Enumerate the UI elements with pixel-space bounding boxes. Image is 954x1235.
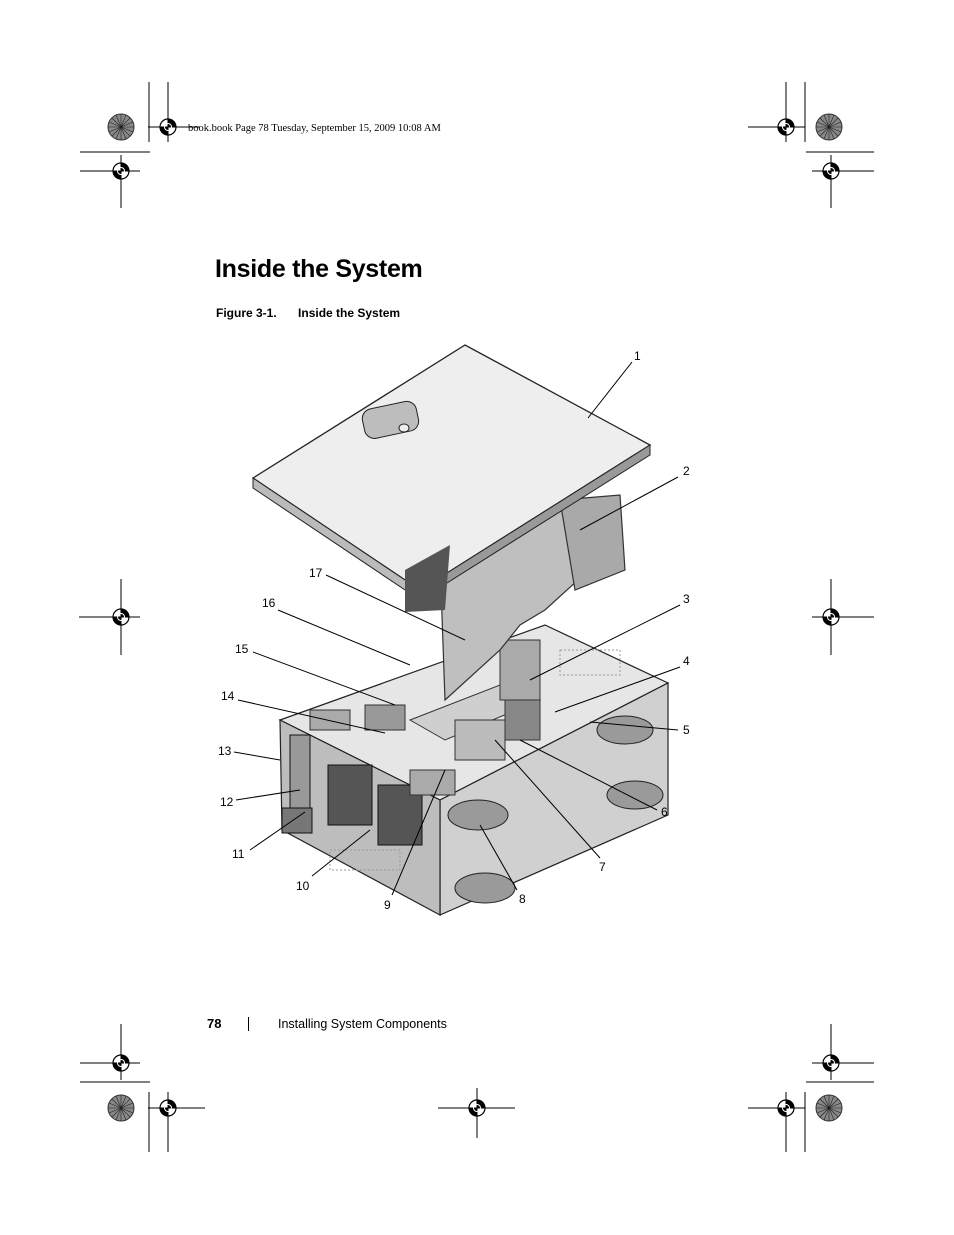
- registration-mark-icon: [80, 1024, 150, 1083]
- registration-mark-icon: [812, 579, 874, 655]
- color-wheel-icon: [815, 1094, 843, 1122]
- callout-10: 10: [296, 879, 310, 893]
- chassis-feet: [447, 715, 664, 904]
- callout-15: 15: [235, 642, 249, 656]
- registration-mark-icon: [806, 151, 874, 208]
- footer-section: Installing System Components: [278, 1017, 447, 1031]
- callout-14: 14: [221, 689, 235, 703]
- callout-12: 12: [220, 795, 234, 809]
- registration-mark-icon: [80, 151, 150, 208]
- callout-3: 3: [683, 592, 690, 606]
- print-slug: book.book Page 78 Tuesday, September 15,…: [188, 123, 441, 134]
- callout-13: 13: [218, 744, 232, 758]
- registration-mark-icon: [438, 1088, 515, 1138]
- page-number: 78: [207, 1016, 222, 1031]
- callout-7: 7: [599, 860, 606, 874]
- registration-mark-icon: [79, 579, 140, 655]
- color-wheel-icon: [815, 113, 843, 141]
- color-wheel-icon: [107, 113, 135, 141]
- callout-11: 11: [232, 847, 245, 861]
- figure-number: Figure 3-1.: [216, 306, 277, 320]
- internal-components: [309, 639, 542, 796]
- callout-9: 9: [384, 898, 391, 912]
- callout-6: 6: [661, 805, 668, 819]
- figure-title: Inside the System: [298, 306, 401, 320]
- registration-mark-icon: [748, 82, 806, 142]
- callout-16: 16: [262, 596, 276, 610]
- figure-caption: Figure 3-1. Inside the System: [216, 306, 400, 320]
- callout-8: 8: [519, 892, 526, 906]
- system-illustration: 1 2 3 4 5 6 7 8 9 10 11 12 13 14 15 16 1…: [218, 344, 690, 917]
- callout-4: 4: [683, 654, 690, 668]
- footer-divider: [248, 1017, 249, 1031]
- callout-5: 5: [683, 723, 690, 737]
- registration-mark-icon: [748, 1092, 806, 1152]
- registration-mark-icon: [806, 1024, 874, 1083]
- registration-mark-icon: [148, 1092, 205, 1152]
- callout-labels: 1 2 3 4 5 6 7 8 9 10 11 12 13 14 15 16 1…: [218, 349, 690, 912]
- registration-mark-icon: [148, 82, 200, 142]
- color-wheel-icon: [107, 1094, 135, 1122]
- callout-1: 1: [634, 349, 641, 363]
- callout-17: 17: [309, 566, 323, 580]
- system-cover: [251, 344, 652, 612]
- callout-2: 2: [683, 464, 690, 478]
- page-title: Inside the System: [215, 255, 423, 283]
- callout-leaders: [233, 361, 681, 896]
